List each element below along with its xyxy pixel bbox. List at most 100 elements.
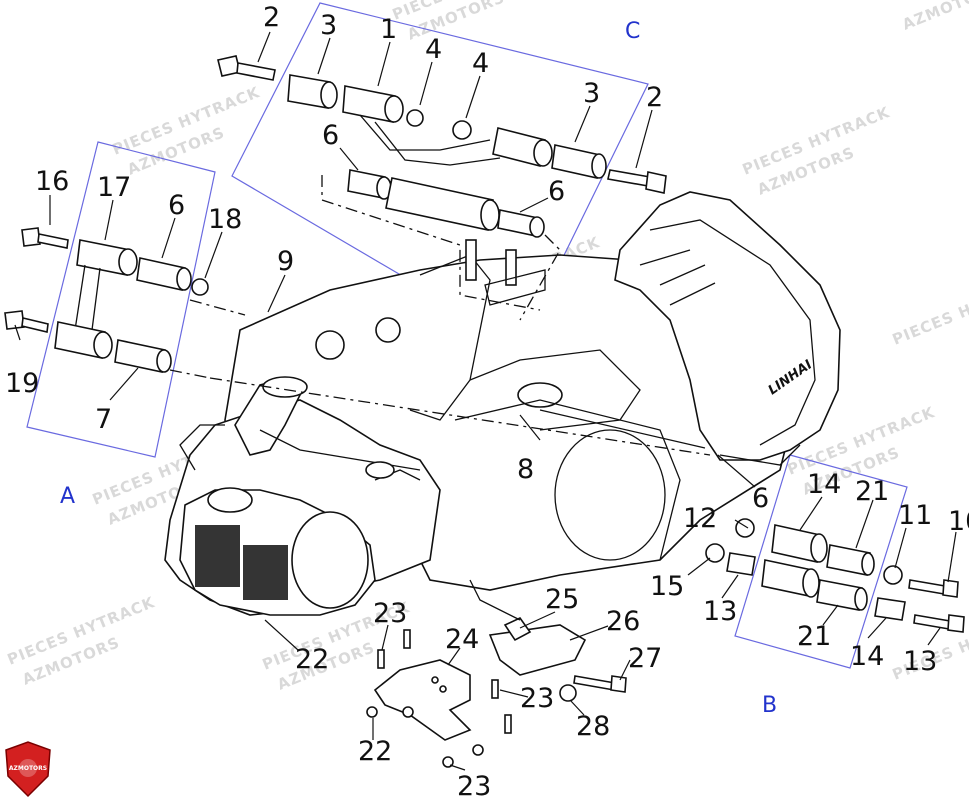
callout-26: 26: [606, 606, 640, 637]
head-fin-mesh-left: [195, 525, 240, 587]
callout-8: 9: [277, 246, 294, 277]
leader-line: [717, 454, 756, 488]
bolt-shaft: [908, 579, 946, 595]
callout-14: 14: [807, 469, 841, 500]
washer: [883, 565, 903, 585]
logo-text: AZMOTORS: [9, 765, 47, 772]
group-c-parts: [217, 55, 667, 321]
bolt-shaft: [913, 614, 951, 630]
cylinder-bore: [291, 511, 369, 609]
callout-20: 22: [295, 644, 329, 675]
leader-line: [822, 604, 839, 626]
through-bolt-axis: [209, 377, 711, 456]
bolt-head: [21, 227, 41, 247]
bush-end: [854, 587, 868, 611]
sleeve-end: [810, 533, 828, 563]
nut: [191, 278, 209, 296]
crankcase-rib: [409, 254, 491, 421]
leader-line: [721, 574, 739, 599]
mounting-bracket: [373, 659, 472, 741]
callout-21: 21: [855, 476, 889, 507]
leader-line: [927, 627, 941, 646]
bush-end: [591, 153, 607, 179]
engine-assembly: LINHAI: [164, 191, 841, 616]
callout-11: 12: [683, 503, 717, 534]
leader-line: [947, 531, 957, 583]
sensor-bracket: [488, 624, 587, 676]
mount-bracket-arm: [359, 114, 491, 151]
bush-end: [176, 267, 192, 291]
leader-line: [419, 61, 433, 106]
callout-13: 14: [850, 641, 884, 672]
through-bolt: [539, 409, 706, 449]
screw: [491, 679, 499, 699]
screw: [377, 649, 385, 669]
sleeve-end: [533, 139, 553, 167]
leader-line: [465, 75, 481, 119]
callout-28: 28: [576, 711, 610, 742]
leader-line: [161, 217, 176, 259]
bush-end: [861, 552, 875, 576]
assembly-axis: [469, 579, 521, 621]
spark-plug-port: [207, 487, 253, 513]
sleeve-end: [118, 248, 138, 276]
leader-line: [569, 699, 585, 716]
callout-19: 19: [5, 368, 39, 399]
leader-line: [519, 414, 541, 441]
leader-line: [569, 625, 609, 641]
washer: [452, 120, 472, 140]
callout-17: 17: [97, 172, 131, 203]
mount-stud: [465, 239, 477, 281]
leader-line: [855, 499, 874, 549]
bush-end: [320, 81, 338, 109]
leader-line: [687, 557, 711, 576]
callout-4: 4: [472, 48, 489, 79]
assembly-axis: [169, 369, 211, 379]
clutch-housing-edge: [454, 399, 681, 561]
leader-line: [257, 31, 271, 63]
leader-line: [499, 689, 529, 698]
bolt-shaft: [607, 169, 651, 187]
bolt-shaft: [21, 317, 49, 333]
azmotors-logo: AZMOTORS: [5, 741, 51, 798]
mount-bracket-arm: [374, 121, 501, 166]
callout-1: 1: [380, 14, 397, 45]
case-plug: [365, 461, 395, 479]
bolt-head: [947, 614, 965, 633]
leader-line: [799, 496, 823, 531]
bush-end: [156, 349, 172, 373]
bolt-head: [942, 579, 959, 598]
leader-line: [381, 624, 389, 651]
leader-line: [635, 109, 653, 169]
leader-line: [109, 367, 139, 401]
leader-line: [264, 619, 299, 651]
callout-18: 18: [208, 204, 242, 235]
leader-line: [447, 647, 461, 666]
leader-line: [734, 519, 749, 529]
leader-line: [317, 37, 331, 75]
bracket-hole: [439, 685, 447, 693]
leader-line: [267, 274, 286, 313]
head-fin-mesh-right: [243, 545, 288, 600]
screw: [504, 714, 512, 734]
callout-3: 3: [320, 10, 337, 41]
callout-4: 4: [425, 34, 442, 65]
assembly-axis: [519, 234, 561, 321]
leader-line: [104, 199, 114, 241]
clutch-cover: [554, 429, 666, 561]
bolt-shaft: [573, 675, 616, 691]
callout-6: 7: [95, 404, 112, 435]
leader-lines: [14, 31, 957, 771]
cvt-cover: [614, 191, 841, 461]
sleeve-end: [802, 568, 820, 598]
callout-24: 24: [445, 624, 479, 655]
callout-15: 15: [650, 571, 684, 602]
watermark-line-2: AZMOTORS: [900, 0, 969, 34]
leader-line: [449, 764, 466, 771]
bracket-link: [74, 264, 101, 331]
logo-shield-icon: [5, 741, 51, 798]
callout-7: 8: [517, 454, 534, 485]
cvt-cover-rim: [719, 444, 801, 466]
nut: [406, 109, 424, 127]
